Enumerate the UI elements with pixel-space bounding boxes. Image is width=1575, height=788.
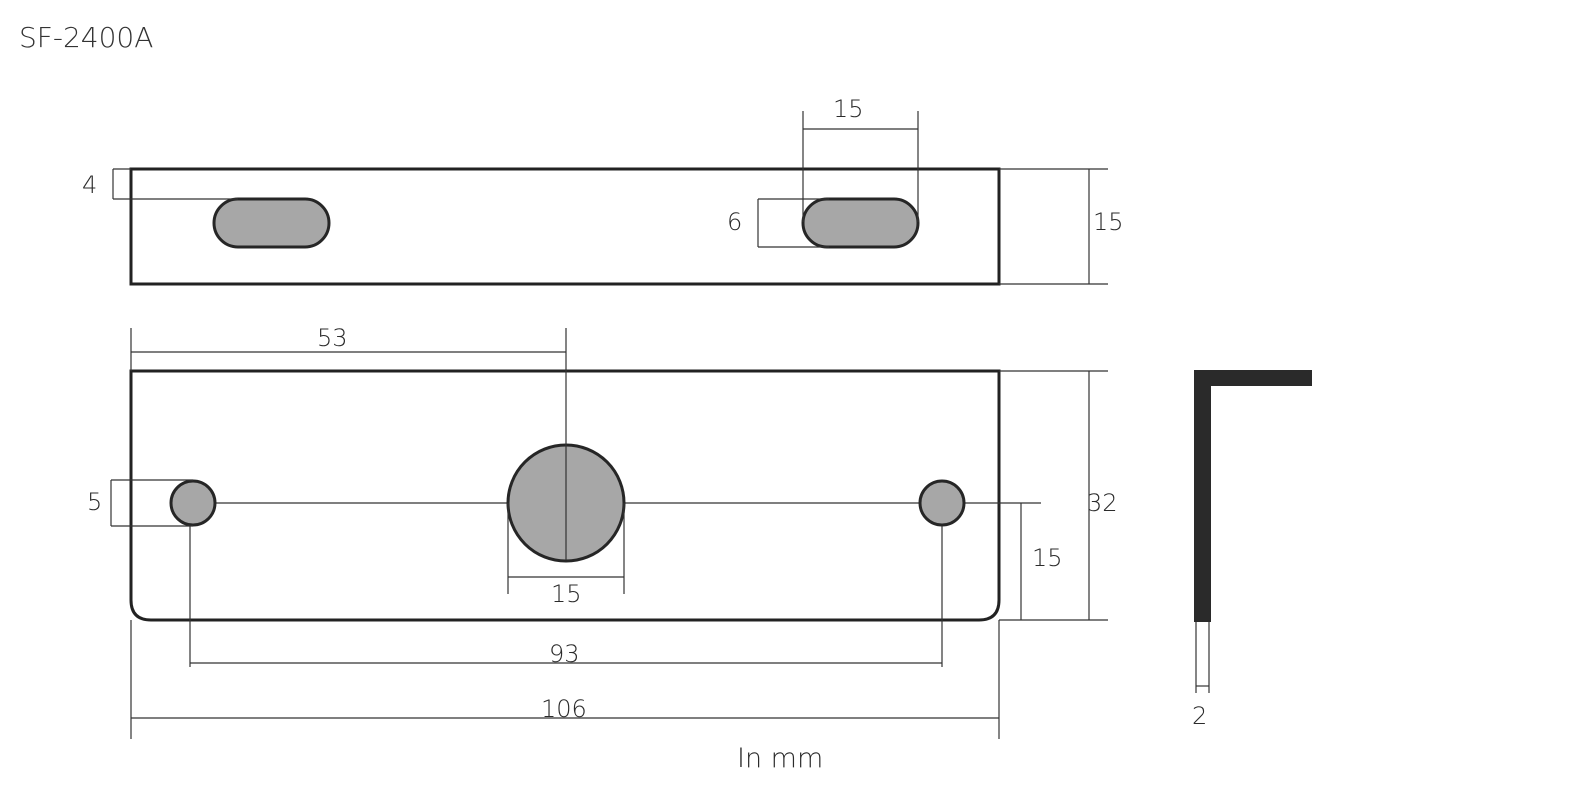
dim-53-label: 53 — [317, 324, 348, 352]
right-slot — [801, 197, 920, 249]
dim-106-label: 106 — [541, 695, 587, 723]
top-view-outline — [129, 167, 1001, 286]
left-small-hole — [169, 479, 217, 527]
dim-hole-height-label: 15 — [1032, 544, 1063, 572]
angle-profile — [1194, 370, 1312, 622]
dim-thickness-label: 2 — [1192, 702, 1207, 730]
dim-small-hole-label: 5 — [87, 488, 102, 516]
front-view-outline — [129, 369, 1001, 622]
front-view: 53 5 15 93 106 32 15 — [87, 324, 1118, 739]
dim-slot-width-label: 6 — [727, 208, 742, 236]
top-view: 4 15 6 15 — [82, 95, 1124, 286]
dim-slot-length-label: 15 — [833, 95, 864, 123]
dim-top-height-label: 15 — [1093, 208, 1124, 236]
dim-4-label: 4 — [82, 171, 97, 199]
dim-32-label: 32 — [1087, 489, 1118, 517]
drawing-title: SF-2400A — [19, 21, 153, 54]
dim-93-label: 93 — [549, 640, 580, 668]
left-slot — [212, 197, 331, 249]
right-small-hole — [918, 479, 966, 527]
profile-view: 2 — [1192, 370, 1312, 730]
dim-large-hole-label: 15 — [551, 580, 582, 608]
unit-label: In mm — [737, 743, 823, 774]
